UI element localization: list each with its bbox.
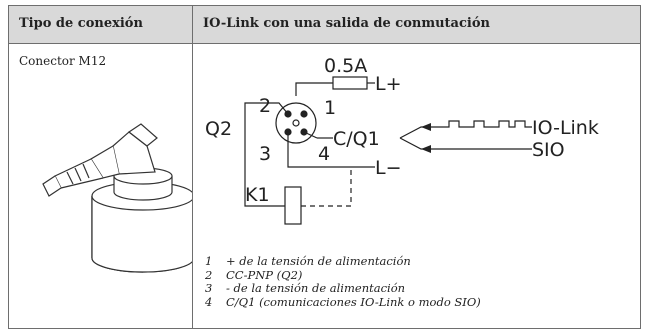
pin4-label: 4 bbox=[318, 143, 330, 165]
cell-connector-m12: Conector M12 bbox=[19, 54, 107, 68]
pin2-label: 2 bbox=[259, 95, 271, 117]
legend-item: 1+ de la tensión de alimentación bbox=[205, 254, 411, 268]
lminus-label: L− bbox=[375, 157, 402, 179]
legend-item: 3- de la tensión de alimentación bbox=[205, 281, 406, 295]
k1-label: K1 bbox=[245, 184, 270, 206]
table-header bbox=[9, 6, 640, 44]
header-iolink-output: IO-Link con una salida de conmutación bbox=[203, 16, 490, 31]
lplus-label: L+ bbox=[375, 73, 402, 95]
iolink-label: IO-Link bbox=[532, 117, 599, 139]
q2-label: Q2 bbox=[205, 118, 232, 140]
pin3-label: 3 bbox=[259, 143, 271, 165]
header-connection-type: Tipo de conexión bbox=[19, 16, 143, 31]
column-divider bbox=[192, 6, 193, 328]
wiring-diagram: 0.5A L+ 1 2 Q2 C/Q1 3 4 L− K1 IO-Link SI… bbox=[205, 55, 599, 225]
sio-label: SIO bbox=[532, 139, 565, 161]
connection-table: Tipo de conexión IO-Link con una salida … bbox=[8, 5, 641, 329]
cq1-label: C/Q1 bbox=[333, 128, 380, 150]
fuse-rating-label: 0.5A bbox=[324, 55, 367, 77]
pin1-label: 1 bbox=[324, 97, 336, 119]
m12-connector-illustration bbox=[42, 123, 192, 273]
